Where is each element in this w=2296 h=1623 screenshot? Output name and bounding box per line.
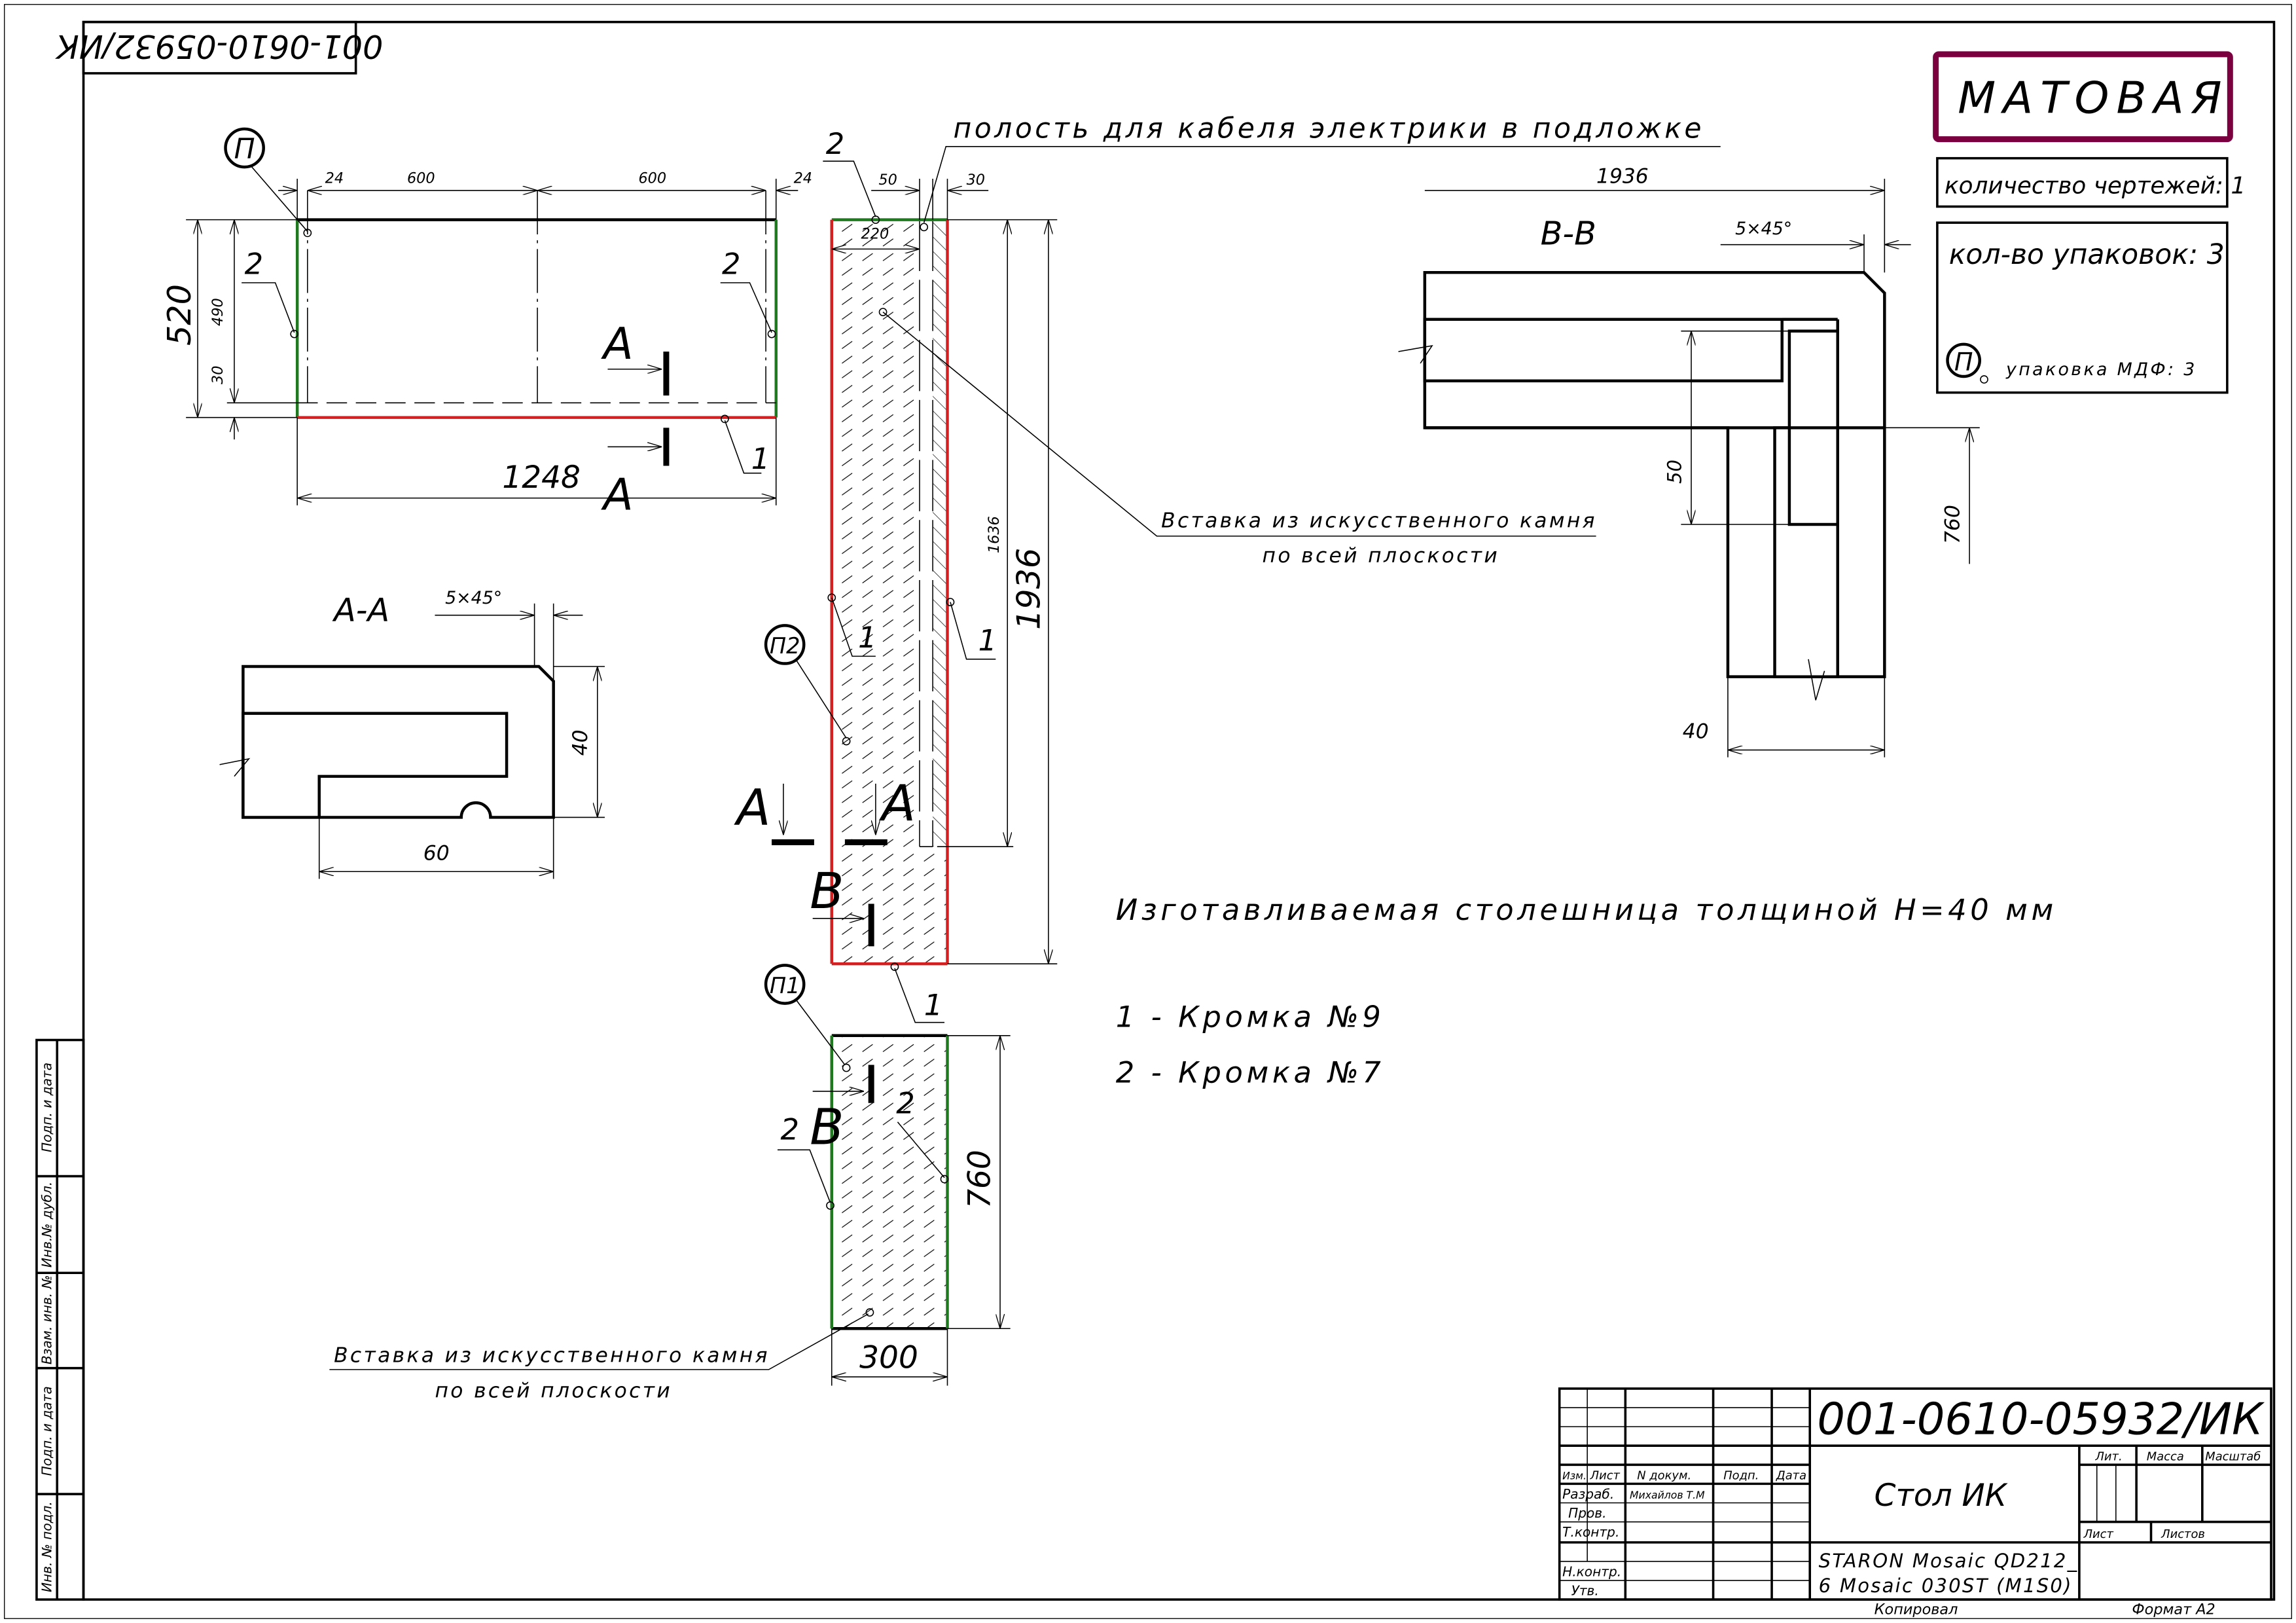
plan-edge-front: 1 xyxy=(751,441,770,476)
insert-note-line2: по всей плоскости xyxy=(1263,544,1500,568)
insert-note-line1: Вставка из искусственного камня xyxy=(334,1344,770,1368)
col-sheet: Лист xyxy=(2083,1527,2114,1541)
dim-600a: 600 xyxy=(407,170,435,187)
col-ndoc: N докум. xyxy=(1637,1469,1691,1483)
finish-box: МАТОВАЯ xyxy=(1933,51,2233,143)
lower-edge-left: 2 xyxy=(780,1112,798,1147)
dim-1936: 1936 xyxy=(1009,548,1047,630)
note-edge-1: 1 - Кромка №9 xyxy=(1116,999,1385,1034)
section-mark-b: В xyxy=(810,1097,844,1156)
strip-edge-bottom: 1 xyxy=(924,987,942,1022)
section-bb-title: В-В xyxy=(1541,215,1596,253)
section-bb-thickness: 40 xyxy=(1683,720,1709,744)
strip-edge-right: 1 xyxy=(978,623,996,657)
col-data: Дата xyxy=(1776,1469,1806,1483)
side-label: Подп. и дата xyxy=(39,1386,54,1476)
section-mark-b: В xyxy=(810,862,844,920)
note-edge-2: 2 - Кромка №7 xyxy=(1116,1055,1385,1089)
dim-600b: 600 xyxy=(638,170,666,187)
notes: Изготавливаемая столешница толщиной Н=40… xyxy=(1116,892,2057,1089)
col-masshtab: Масштаб xyxy=(2205,1450,2261,1464)
material-line2: 6 Mosaic 030ST (M1S0) xyxy=(1819,1575,2073,1597)
insert-note-line1: Вставка из искусственного камня xyxy=(1161,509,1597,532)
section-bb-dim-760: 760 xyxy=(1941,505,1964,544)
section-bb-dim-50: 50 xyxy=(1663,460,1685,484)
strip-view: 50 30 220 1636 1936 2 полость для кабеля… xyxy=(733,113,1721,1023)
title-block: 001-0610-05932/ИК Стол ИК STARON Mosaic … xyxy=(1558,1387,2272,1618)
dim-offset-left: 24 xyxy=(325,170,344,187)
dim-220: 220 xyxy=(861,226,889,243)
package-marker-circle xyxy=(1946,342,1981,378)
side-label: Инв. № подл. xyxy=(39,1501,54,1592)
col-massa: Масса xyxy=(2147,1450,2184,1464)
insert-note-line2: по всей плоскости xyxy=(435,1379,672,1402)
lower-edge-right: 2 xyxy=(896,1085,914,1120)
plan-view: 24 600 600 24 520 490 30 1248 П 2 2 1 А … xyxy=(160,127,812,520)
packages-box: кол-во упаковок: 3 П упаковка МДФ: 3 xyxy=(1936,221,2229,394)
dim-300: 300 xyxy=(859,1340,918,1376)
dim-760: 760 xyxy=(961,1150,997,1209)
section-aa-thickness: 40 xyxy=(569,729,592,756)
dim-offset-right: 24 xyxy=(794,170,812,187)
strip-edge-top: 2 xyxy=(826,126,844,161)
row-razrab: Разраб. xyxy=(1562,1486,1614,1502)
dim-1636: 1636 xyxy=(986,516,1003,553)
dim-30: 30 xyxy=(967,172,985,189)
drawings-count-box: количество чертежей: 1 xyxy=(1936,156,2246,208)
col-izm: Изм. xyxy=(1562,1470,1587,1482)
plan-edge-left: 2 xyxy=(245,246,263,281)
dim-length: 1248 xyxy=(502,460,581,496)
material-line1: STARON Mosaic QD212_ xyxy=(1819,1550,2079,1572)
col-podp: Подп. xyxy=(1723,1469,1759,1483)
section-mark-a: А xyxy=(601,469,634,520)
drawing-frame xyxy=(82,20,2276,1601)
side-label: Подп. и дата xyxy=(39,1063,54,1152)
section-a-a: А-А 5×45° 40 60 xyxy=(219,588,605,879)
strip-edge-left: 1 xyxy=(858,620,876,655)
drawings-count: количество чертежей: 1 xyxy=(1945,172,2246,199)
strip-package-marker: П2 xyxy=(770,633,800,659)
lower-package-marker: П1 xyxy=(770,973,800,998)
section-bb-chamfer: 5×45° xyxy=(1735,219,1792,239)
side-stamp-column: Подп. и дата Инв.№ дубл. Взам. инв. № По… xyxy=(35,1038,85,1601)
package-marker: П xyxy=(1954,348,1973,376)
doc-number: 001-0610-05932/ИК xyxy=(1817,1393,2265,1444)
dim-edge-depth: 30 xyxy=(209,366,226,384)
plan-package-marker: П xyxy=(234,134,255,166)
row-prov: Пров. xyxy=(1568,1505,1606,1521)
copied-by-label: Копировал xyxy=(1874,1601,1958,1618)
row-utv: Утв. xyxy=(1571,1582,1599,1598)
format-label: Формат А2 xyxy=(2132,1601,2215,1618)
package-mdf: упаковка МДФ: 3 xyxy=(2005,359,2197,380)
section-mark-a: А xyxy=(601,318,634,369)
drawing-name: Стол ИК xyxy=(1874,1478,2009,1514)
section-bb-length: 1936 xyxy=(1596,165,1649,189)
section-aa-width: 60 xyxy=(423,841,450,865)
row-nkontr: Н.контр. xyxy=(1562,1563,1621,1579)
finish-label: МАТОВАЯ xyxy=(1958,72,2229,123)
packages-count: кол-во упаковок: 3 xyxy=(1949,239,2225,271)
page-border xyxy=(4,4,2292,1619)
row-tkontr: Т.контр. xyxy=(1562,1524,1619,1540)
lower-piece-view: П1 В 2 2 760 300 Вставка из искусственно… xyxy=(329,964,1011,1402)
cable-cavity-note: полость для кабеля электрики в подложке xyxy=(953,113,1704,145)
side-label: Взам. инв. № xyxy=(39,1275,54,1365)
mirrored-doc-number: 001-0610-05932/ИК xyxy=(55,27,384,65)
plan-edge-right: 2 xyxy=(722,246,740,281)
dim-50: 50 xyxy=(878,172,897,189)
dim-depth: 520 xyxy=(160,284,198,346)
note-thickness: Изготавливаемая столешница толщиной Н=40… xyxy=(1116,892,2057,927)
dim-inner-depth: 490 xyxy=(209,298,226,326)
section-aa-chamfer: 5×45° xyxy=(445,588,502,608)
col-list: Лист xyxy=(1590,1469,1621,1483)
col-lit: Лит. xyxy=(2094,1450,2122,1464)
section-b-b: В-В 1936 5×45° 50 760 40 xyxy=(1398,165,1980,757)
section-aa-title: А-А xyxy=(332,591,389,629)
razrab-name: Михайлов Т.М xyxy=(1630,1489,1705,1501)
section-mark-a-right: А xyxy=(878,774,916,832)
mirrored-doc-stamp: 001-0610-05932/ИК xyxy=(55,20,384,75)
col-sheets: Листов xyxy=(2161,1527,2205,1541)
side-label: Инв.№ дубл. xyxy=(39,1182,54,1267)
section-mark-a-left: А xyxy=(733,778,770,837)
